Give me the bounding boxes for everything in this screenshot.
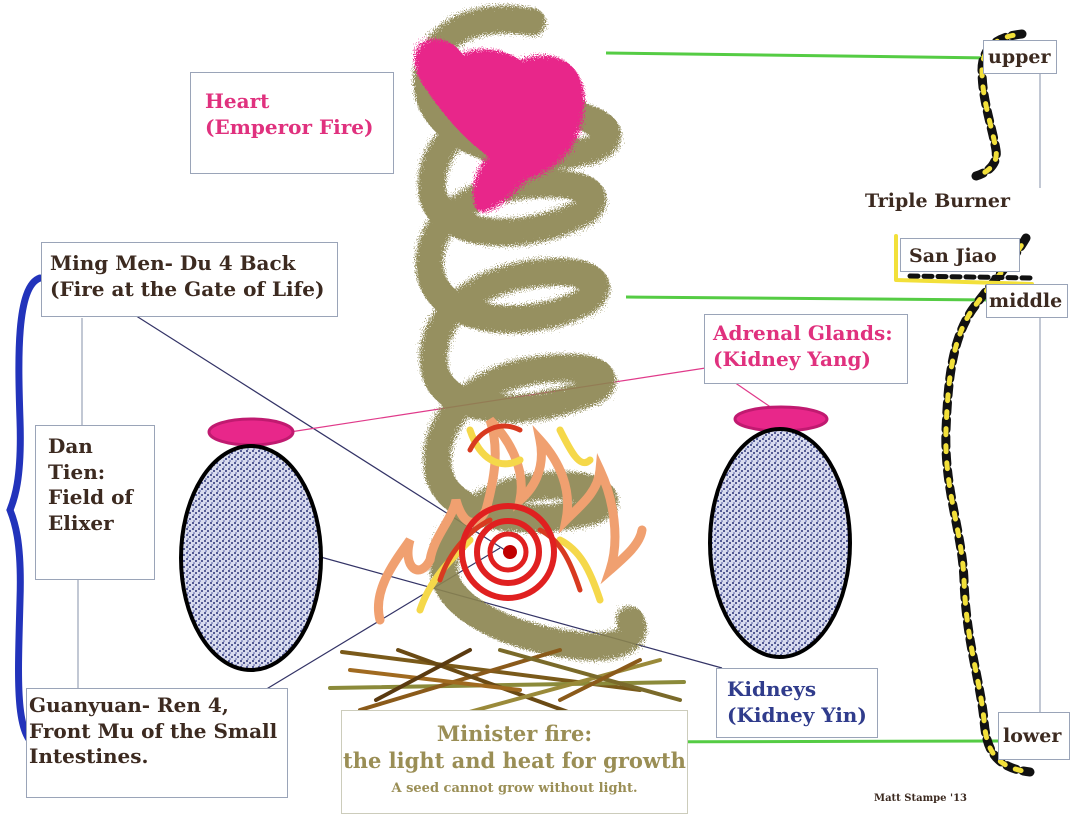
guanyuan-label-box: Guanyuan- Ren 4, Front Mu of the Small I… <box>26 688 288 798</box>
minister-fire-note: A seed cannot grow without light. <box>342 781 687 798</box>
minister-fire-label-box: Minister fire: the light and heat for gr… <box>341 710 688 814</box>
upper-label-box: upper <box>983 40 1057 74</box>
right-kidney <box>710 407 850 657</box>
ming-men-label-box: Ming Men- Du 4 Back (Fire at the Gate of… <box>41 242 338 317</box>
adrenal-label-box: Adrenal Glands: (Kidney Yang) <box>704 314 908 384</box>
guanyuan-label-line3: Intestines. <box>29 744 287 770</box>
heart-label-line1: Heart <box>205 89 393 115</box>
kidneys-label-line1: Kidneys <box>727 677 877 703</box>
kidneys-label-line2: (Kidney Yin) <box>727 703 877 729</box>
ming-men-label-line1: Ming Men- Du 4 Back <box>50 251 337 277</box>
adrenal-label-line1: Adrenal Glands: <box>713 321 907 347</box>
dan-tien-label-line3: Field of <box>48 485 154 511</box>
upper-label: upper <box>988 46 1050 68</box>
left-kidney <box>181 419 321 670</box>
guanyuan-label-line1: Guanyuan- Ren 4, <box>29 693 287 719</box>
adrenal-label-line2: (Kidney Yang) <box>713 347 907 373</box>
middle-label-box: middle <box>986 284 1068 318</box>
minister-fire-label-line2: the light and heat for growth <box>342 748 687 775</box>
dan-tien-label-line2: Tien: <box>48 460 154 486</box>
lower-label-box: lower <box>998 712 1070 760</box>
lower-label: lower <box>1003 725 1061 747</box>
dan-tien-label-box: Dan Tien: Field of Elixer <box>35 425 155 580</box>
heart-label-line2: (Emperor Fire) <box>205 115 393 141</box>
dan-tien-label-line1: Dan <box>48 434 154 460</box>
triple-burner-path <box>896 34 1032 772</box>
dan-tien-label-line4: Elixer <box>48 511 154 537</box>
san-jiao-label: San Jiao <box>909 245 997 267</box>
heart-label-box: Heart (Emperor Fire) <box>190 72 394 174</box>
triple-burner-label: Triple Burner <box>865 190 1010 212</box>
san-jiao-label-box: San Jiao <box>900 238 1020 272</box>
guanyuan-label-line2: Front Mu of the Small <box>29 719 287 745</box>
middle-label: middle <box>989 290 1062 312</box>
minister-fire-label-line1: Minister fire: <box>342 721 687 748</box>
author-credit: Matt Stampe '13 <box>874 793 967 804</box>
kidneys-label-box: Kidneys (Kidney Yin) <box>716 668 878 738</box>
ming-men-label-line2: (Fire at the Gate of Life) <box>50 277 337 303</box>
